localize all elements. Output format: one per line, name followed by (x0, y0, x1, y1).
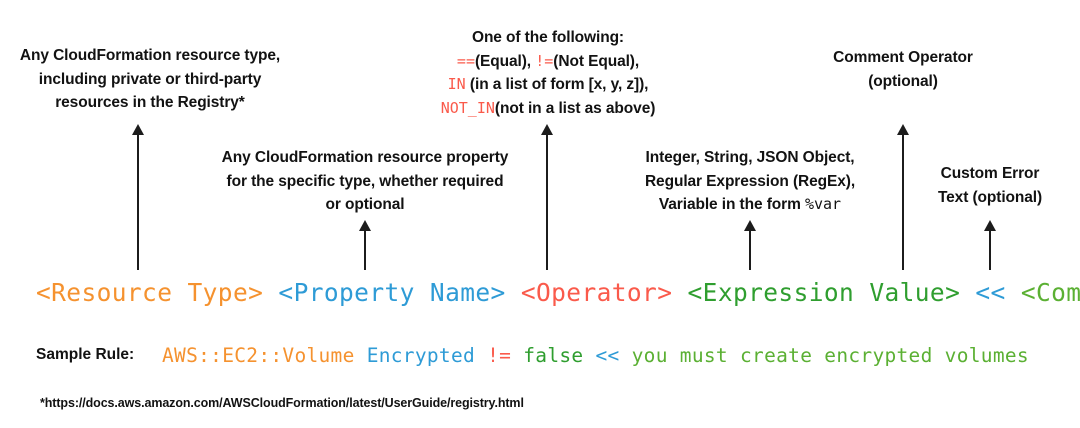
footnote-registry-url: *https://docs.aws.amazon.com/AWSCloudFor… (40, 396, 524, 410)
callout-comment-operator-line-2: (optional) (868, 72, 938, 90)
arrow-resource-type (132, 124, 145, 270)
arrow-expression-value (744, 220, 757, 270)
syntax-comment: <Comment> (1020, 278, 1080, 307)
syntax-resource-type: <Resource Type> (36, 278, 264, 307)
callout-resource-type-line-2: including private or third-party (38, 70, 262, 88)
callout-comment-operator: Comment Operator (optional) (803, 46, 1003, 93)
callout-operator-item-2: IN (in a list of form [x, y, z]), (412, 73, 684, 97)
callout-expression-value: Integer, String, JSON Object, Regular Ex… (630, 146, 870, 217)
callout-property-name-line-1: Any CloudFormation resource property (221, 149, 509, 166)
sample-property-name: Encrypted (366, 344, 476, 367)
arrow-shaft (749, 227, 752, 270)
arrow-shaft (546, 131, 549, 270)
operator-desc-in: (in a list of form [x, y, z]), (469, 76, 649, 94)
arrow-comment (984, 220, 997, 270)
arrow-head-icon (744, 220, 756, 231)
arrow-shaft (364, 227, 367, 270)
callout-resource-type-line-3: resources in the Registry* (55, 94, 245, 112)
callout-resource-type-line-1: Any CloudFormation resource type, (19, 47, 281, 64)
variable-token: %var (804, 195, 842, 214)
syntax-template-line: <Resource Type> <Property Name> <Operato… (36, 278, 1080, 307)
arrow-operator (541, 124, 554, 270)
operator-desc-not-in: (not in a list as above) (494, 99, 656, 117)
arrow-shaft (902, 131, 905, 270)
callout-operator-item-3: NOT_IN(not in a list as above) (412, 97, 684, 121)
operator-token-in: IN (447, 75, 466, 94)
callout-property-name-line-3: or optional (325, 196, 405, 214)
sample-comment-operator: << (595, 344, 620, 367)
operator-desc-equal: (Equal), (474, 52, 532, 70)
syntax-expression-value: <Expression Value> (687, 278, 961, 307)
sample-comment: you must create encrypted volumes (631, 344, 1029, 367)
operator-desc-not-equal: (Not Equal), (553, 52, 640, 70)
callout-expression-value-line-1: Integer, String, JSON Object, (645, 149, 855, 166)
arrow-head-icon (359, 220, 371, 231)
callout-comment-line-1: Custom Error (940, 165, 1040, 182)
syntax-operator: <Operator> (520, 278, 673, 307)
sample-resource-type: AWS::EC2::Volume (162, 344, 355, 367)
arrow-comment-operator (897, 124, 910, 270)
arrow-head-icon (897, 124, 909, 135)
callout-comment-line-2: Text (optional) (937, 188, 1043, 206)
callout-comment-operator-line-1: Comment Operator (833, 49, 973, 66)
callout-property-name: Any CloudFormation resource property for… (200, 146, 530, 217)
arrow-head-icon (132, 124, 144, 135)
arrow-shaft (989, 227, 992, 270)
callout-expression-value-line-3: Variable in the form %var (630, 193, 870, 217)
arrow-head-icon (541, 124, 553, 135)
callout-expression-value-line-3-prefix: Variable in the form (658, 196, 805, 214)
callout-operator-heading: One of the following: (471, 29, 624, 46)
callout-property-name-line-2: for the specific type, whether required (226, 172, 504, 190)
sample-rule-label: Sample Rule: (36, 346, 135, 363)
operator-token-not-in: NOT_IN (440, 98, 495, 117)
callout-expression-value-line-2: Regular Expression (RegEx), (644, 172, 856, 190)
sample-rule-line: AWS::EC2::Volume Encrypted != false << y… (162, 344, 1029, 367)
syntax-property-name: <Property Name> (278, 278, 506, 307)
callout-resource-type: Any CloudFormation resource type, includ… (0, 44, 300, 115)
operator-token-not-equal: != (535, 51, 554, 70)
callout-operator: One of the following: ==(Equal), !=(Not … (412, 26, 684, 120)
callout-operator-item-1: ==(Equal), !=(Not Equal), (412, 50, 684, 74)
arrow-shaft (137, 131, 140, 270)
callout-comment: Custom Error Text (optional) (908, 162, 1072, 209)
sample-expression-value: false (523, 344, 584, 367)
arrow-property-name (359, 220, 372, 270)
arrow-head-icon (984, 220, 996, 231)
operator-token-equal: == (456, 51, 475, 70)
sample-operator: != (487, 344, 512, 367)
syntax-comment-operator: << (975, 278, 1006, 307)
